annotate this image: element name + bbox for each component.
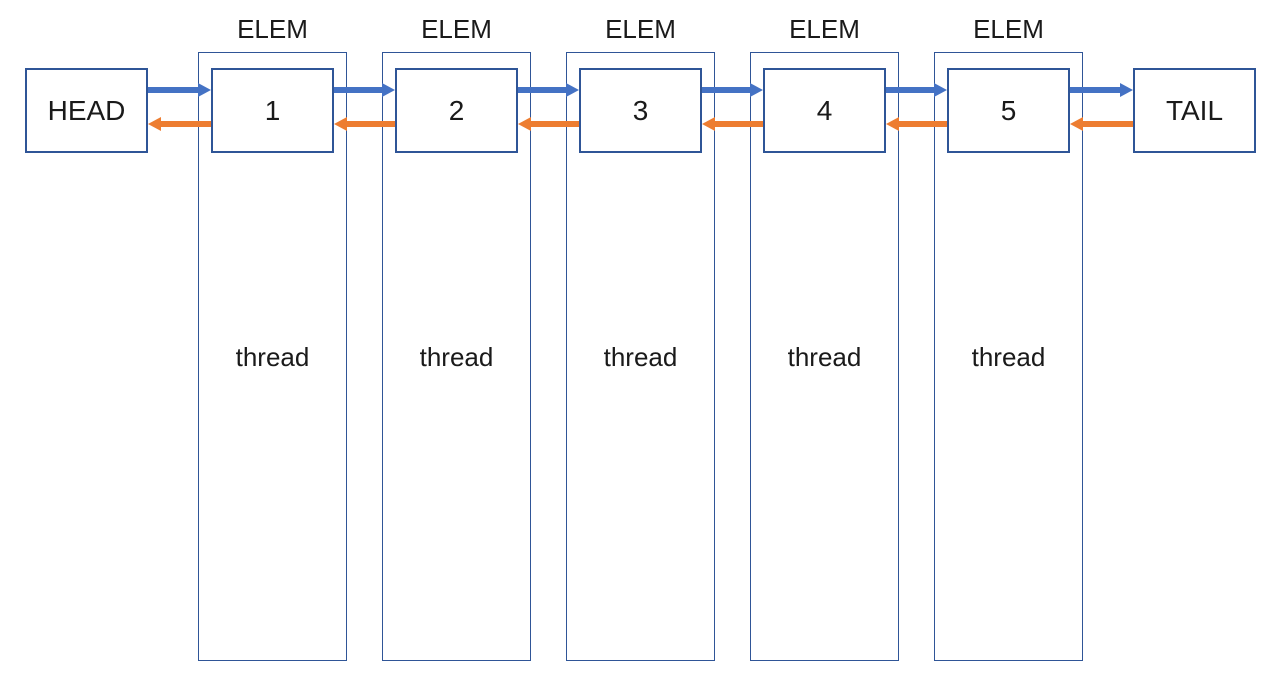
thread-box-1: thread xyxy=(198,52,347,661)
elem-title-2: ELEM xyxy=(421,14,492,44)
arrow-shaft xyxy=(702,87,751,93)
arrow-shaft xyxy=(518,87,567,93)
elem-title-1: ELEM xyxy=(237,14,308,44)
backward-arrow-tail-to-5 xyxy=(1070,117,1133,131)
forward-arrow-1-to-2 xyxy=(334,83,395,97)
arrow-right-tip-icon xyxy=(566,83,579,97)
backward-arrow-3-to-2 xyxy=(518,117,579,131)
arrow-shaft xyxy=(530,121,579,127)
arrow-right-tip-icon xyxy=(934,83,947,97)
elem-title-5: ELEM xyxy=(973,14,1044,44)
elem-value-2: 2 xyxy=(448,94,465,126)
thread-label-2: thread xyxy=(419,341,494,372)
elem-value-4: 4 xyxy=(816,94,833,126)
arrow-right-tip-icon xyxy=(382,83,395,97)
thread-label-3: thread xyxy=(603,341,678,372)
arrow-left-tip-icon xyxy=(518,117,531,131)
thread-label-5: thread xyxy=(971,341,1046,372)
elem-title-4: ELEM xyxy=(789,14,860,44)
arrow-shaft xyxy=(334,87,383,93)
arrow-shaft xyxy=(1082,121,1133,127)
elem-value-1: 1 xyxy=(264,94,281,126)
forward-arrow-5-to-tail xyxy=(1070,83,1133,97)
elem-value-3: 3 xyxy=(632,94,649,126)
tail-label: TAIL xyxy=(1165,94,1224,126)
arrow-left-tip-icon xyxy=(148,117,161,131)
elem-node-1: 1 xyxy=(211,68,334,153)
forward-arrow-2-to-3 xyxy=(518,83,579,97)
arrow-left-tip-icon xyxy=(702,117,715,131)
arrow-left-tip-icon xyxy=(886,117,899,131)
backward-arrow-5-to-4 xyxy=(886,117,947,131)
thread-box-4: thread xyxy=(750,52,899,661)
arrow-right-tip-icon xyxy=(1120,83,1133,97)
arrow-shaft xyxy=(346,121,395,127)
elem-title-3: ELEM xyxy=(605,14,676,44)
forward-arrow-head-to-1 xyxy=(148,83,211,97)
elem-node-5: 5 xyxy=(947,68,1070,153)
forward-arrow-4-to-5 xyxy=(886,83,947,97)
head-label: HEAD xyxy=(47,94,126,126)
thread-label-1: thread xyxy=(235,341,310,372)
thread-box-3: thread xyxy=(566,52,715,661)
elem-node-2: 2 xyxy=(395,68,518,153)
arrow-left-tip-icon xyxy=(1070,117,1083,131)
tail-node: TAIL xyxy=(1133,68,1256,153)
backward-arrow-4-to-3 xyxy=(702,117,763,131)
backward-arrow-2-to-1 xyxy=(334,117,395,131)
arrow-shaft xyxy=(898,121,947,127)
arrow-left-tip-icon xyxy=(334,117,347,131)
elem-value-5: 5 xyxy=(1000,94,1017,126)
arrow-shaft xyxy=(714,121,763,127)
arrow-shaft xyxy=(886,87,935,93)
elem-node-3: 3 xyxy=(579,68,702,153)
thread-label-4: thread xyxy=(787,341,862,372)
arrow-right-tip-icon xyxy=(750,83,763,97)
arrow-right-tip-icon xyxy=(198,83,211,97)
thread-box-2: thread xyxy=(382,52,531,661)
forward-arrow-3-to-4 xyxy=(702,83,763,97)
elem-node-4: 4 xyxy=(763,68,886,153)
head-node: HEAD xyxy=(25,68,148,153)
arrow-shaft xyxy=(160,121,211,127)
arrow-shaft xyxy=(148,87,199,93)
thread-box-5: thread xyxy=(934,52,1083,661)
backward-arrow-1-to-head xyxy=(148,117,211,131)
arrow-shaft xyxy=(1070,87,1121,93)
